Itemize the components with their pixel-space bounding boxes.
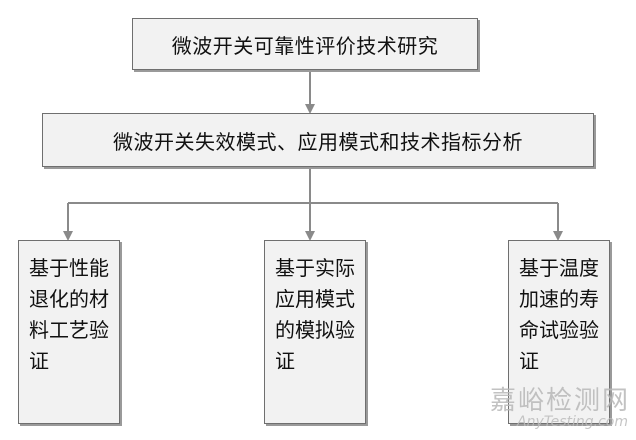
leaf-node-label: 基于实际应用模式的模拟验证 <box>275 256 355 373</box>
leaf-node-life-test: 基于温度加速的寿命试验验证 <box>508 240 610 424</box>
top-node-label: 微波开关可靠性评价技术研究 <box>171 33 439 58</box>
leaf-node-label: 基于温度加速的寿命试验验证 <box>519 256 599 373</box>
middle-node-label: 微波开关失效模式、应用模式和技术指标分析 <box>113 129 523 154</box>
leaf-node-material-process: 基于性能退化的材料工艺验证 <box>18 240 120 424</box>
leaf-node-simulation: 基于实际应用模式的模拟验证 <box>264 240 366 424</box>
leaf-node-label: 基于性能退化的材料工艺验证 <box>29 256 109 373</box>
watermark-logo-text: 嘉峪检测网 <box>489 386 630 416</box>
top-node: 微波开关可靠性评价技术研究 <box>132 18 478 70</box>
watermark-logo-subtext: AnyTesting.com <box>517 414 628 430</box>
middle-node: 微波开关失效模式、应用模式和技术指标分析 <box>42 113 594 167</box>
